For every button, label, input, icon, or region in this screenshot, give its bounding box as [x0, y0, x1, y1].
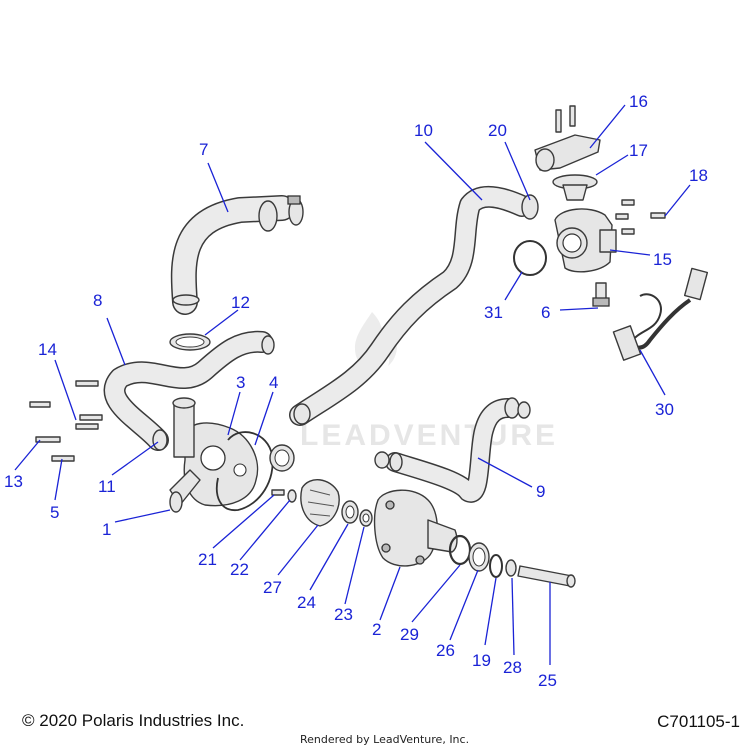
callout-14: 14 — [38, 340, 57, 359]
seal-23 — [359, 509, 373, 527]
bolts-18 — [615, 199, 666, 235]
leader-lines — [14, 104, 691, 665]
callout-6: 6 — [541, 303, 550, 322]
callout-30: 30 — [655, 400, 674, 419]
impeller-27 — [300, 479, 340, 527]
callout-13: 13 — [4, 472, 23, 491]
bolts-13-14-5 — [29, 380, 103, 462]
callout-27: 27 — [263, 578, 282, 597]
callout-8: 8 — [93, 291, 102, 310]
clamp-8 — [261, 335, 275, 355]
hose-8 — [103, 330, 273, 451]
thermostat-housing-15 — [554, 208, 617, 273]
callout-11: 11 — [98, 477, 116, 496]
pump-housing-2 — [373, 489, 458, 567]
callout-26: 26 — [436, 641, 455, 660]
shaft-25 — [517, 565, 576, 588]
thermostat-cover-16 — [534, 134, 601, 172]
callout-12: 12 — [231, 293, 250, 312]
callout-labels: 7 8 12 3 4 14 13 5 11 1 10 20 31 16 17 1… — [4, 92, 708, 690]
callout-29: 29 — [400, 625, 419, 644]
callout-22: 22 — [230, 560, 249, 579]
ring-26 — [468, 542, 490, 572]
watermark: LEADVENTURE — [300, 419, 558, 452]
callout-2: 2 — [372, 620, 381, 639]
clamp-7 — [287, 195, 304, 226]
callout-18: 18 — [689, 166, 708, 185]
hose-7 — [170, 195, 295, 315]
callout-16: 16 — [629, 92, 648, 111]
pump-cover-1 — [169, 397, 259, 513]
callout-25: 25 — [538, 671, 557, 690]
callout-23: 23 — [334, 605, 353, 624]
sensor-6 — [592, 282, 610, 307]
callout-20: 20 — [488, 121, 507, 140]
render-credit: Rendered by LeadVenture, Inc. — [300, 733, 470, 746]
washer-22 — [287, 489, 297, 503]
clamp-20 — [521, 194, 539, 220]
hose-9 — [385, 397, 520, 503]
callout-9: 9 — [536, 482, 545, 501]
callout-24: 24 — [297, 593, 316, 612]
callout-10: 10 — [414, 121, 433, 140]
callout-28: 28 — [503, 658, 522, 677]
clamp-4 — [269, 444, 295, 472]
clamp-9 — [374, 401, 531, 469]
hose-10 — [289, 185, 533, 426]
callout-3: 3 — [236, 373, 245, 392]
gasket-4 — [216, 431, 274, 511]
clip-19 — [489, 554, 503, 578]
callout-31: 31 — [484, 303, 503, 322]
callout-1: 1 — [102, 520, 111, 539]
screw-21 — [271, 489, 285, 496]
harness-30 — [612, 267, 709, 361]
bolts-16 — [555, 105, 576, 133]
thermostat-17 — [552, 174, 598, 201]
clamp-12 — [169, 333, 211, 351]
copyright-text: © 2020 Polaris Industries Inc. — [22, 711, 245, 730]
figure-id: C701105-1 — [657, 712, 740, 731]
callout-4: 4 — [269, 373, 278, 392]
callout-17: 17 — [629, 141, 648, 160]
seal-28 — [505, 559, 517, 577]
callout-19: 19 — [472, 651, 491, 670]
callout-21: 21 — [198, 550, 217, 569]
seal-24 — [341, 500, 359, 524]
oring-31 — [513, 240, 547, 276]
callout-7: 7 — [199, 140, 208, 159]
callout-5: 5 — [50, 503, 59, 522]
callout-15: 15 — [653, 250, 672, 269]
